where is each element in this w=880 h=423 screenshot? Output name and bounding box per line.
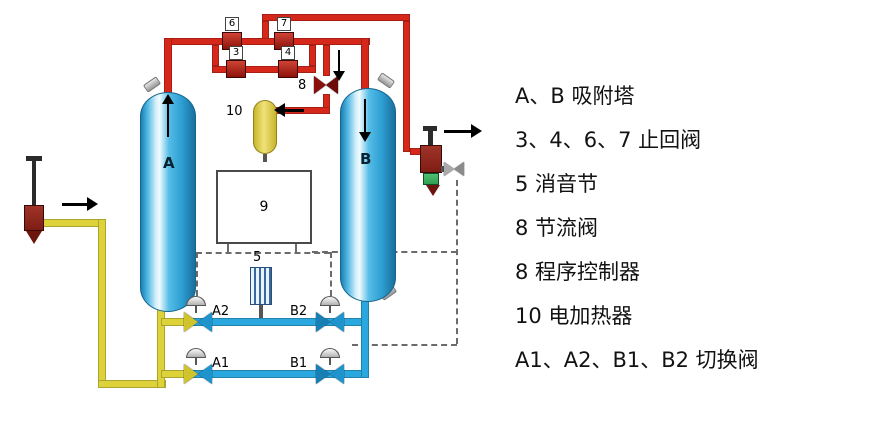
hot-pipe-top-left-drop bbox=[262, 21, 269, 40]
control-line-bottom-header bbox=[196, 252, 330, 254]
control-line-to-valve-b2 bbox=[330, 252, 332, 296]
manual-valve-stub bbox=[441, 166, 446, 172]
tower-b-label: B bbox=[360, 150, 372, 168]
wet-pipe-upper-stub bbox=[161, 318, 189, 326]
wet-pipe-bottom-run bbox=[98, 380, 166, 388]
switch-valve-b1 bbox=[316, 364, 344, 384]
inlet-regulator-handle bbox=[26, 156, 42, 161]
flow-down-arrow-icon bbox=[333, 50, 345, 81]
heater-stem bbox=[263, 154, 267, 162]
hot-pipe-throttle-drop-lower bbox=[323, 94, 330, 114]
controller-label: 9 bbox=[259, 199, 269, 215]
heater-label: 10 bbox=[226, 104, 243, 119]
wet-pipe-left-drop bbox=[98, 219, 106, 388]
valve-a2-actuator-stem bbox=[195, 306, 197, 313]
silencer-5 bbox=[250, 267, 272, 305]
flow-left-arrow-icon bbox=[274, 103, 304, 117]
valve-a2-actuator bbox=[186, 296, 206, 306]
silencer-label: 5 bbox=[253, 250, 262, 265]
control-line-controller-right bbox=[295, 244, 297, 252]
outlet-flow-arrow-icon bbox=[444, 124, 482, 138]
check-valve-3 bbox=[226, 60, 246, 78]
hot-pipe-bypass-header bbox=[212, 66, 316, 73]
hot-pipe-outlet-feed bbox=[410, 148, 424, 155]
valve-a1-label: A1 bbox=[212, 356, 230, 371]
hot-pipe-left-connector bbox=[212, 45, 219, 66]
switch-valve-b2 bbox=[316, 312, 344, 332]
outlet-regulator-handle bbox=[423, 126, 437, 131]
hot-pipe-right-drop bbox=[403, 21, 410, 152]
tower-a-nozzle bbox=[142, 76, 162, 93]
tower-b-top-nozzle bbox=[376, 72, 396, 89]
wet-pipe-tower-a-downcomer bbox=[157, 308, 165, 388]
tower-a-label: A bbox=[163, 154, 175, 172]
manual-valve bbox=[444, 162, 464, 176]
outlet-drain-cone bbox=[426, 185, 440, 196]
tower-b-flow-down-arrow-icon bbox=[359, 99, 371, 142]
outlet-regulator-stem bbox=[428, 131, 433, 147]
control-line-controller-left bbox=[227, 244, 229, 252]
check-valve-4-label: 4 bbox=[281, 46, 295, 60]
switch-valve-a1 bbox=[184, 364, 212, 384]
valve-b2-actuator bbox=[320, 296, 340, 306]
valve-b1-label: B1 bbox=[290, 356, 308, 371]
silencer-stem bbox=[259, 305, 263, 318]
hot-pipe-right-connector bbox=[309, 45, 316, 66]
control-line-bottom-right bbox=[352, 344, 457, 346]
wet-pipe-inlet-run bbox=[42, 219, 102, 227]
control-line-right-drop bbox=[456, 180, 458, 344]
adsorption-tower-b bbox=[340, 88, 396, 302]
hot-pipe-throttle-drop-upper bbox=[323, 45, 330, 76]
legend-item-controller: 8 程序控制器 bbox=[515, 260, 641, 284]
hot-pipe-top-header bbox=[262, 14, 410, 21]
inlet-flow-arrow-icon bbox=[62, 197, 98, 211]
dry-pipe-lower-header bbox=[161, 370, 368, 378]
outlet-regulator-body bbox=[420, 145, 442, 173]
legend-item-check-valves: 3、4、6、7 止回阀 bbox=[515, 128, 702, 152]
electric-heater-10 bbox=[253, 100, 277, 154]
valve-b2-label: B2 bbox=[290, 304, 308, 319]
wet-pipe-lower-stub bbox=[161, 370, 189, 378]
inlet-regulator-body bbox=[24, 205, 44, 231]
check-valve-3-label: 3 bbox=[229, 46, 243, 60]
valve-a1-actuator bbox=[186, 348, 206, 358]
control-line-to-valve-a2 bbox=[196, 252, 198, 296]
outlet-regulator-bowl bbox=[423, 173, 439, 185]
throttle-valve-label: 8 bbox=[298, 78, 307, 93]
dry-pipe-upper-header bbox=[161, 318, 368, 326]
hot-pipe-tower-a-riser bbox=[164, 38, 172, 96]
valve-b2-actuator-stem bbox=[329, 306, 331, 313]
program-controller-9: 9 bbox=[216, 170, 312, 244]
valve-b1-actuator bbox=[320, 348, 340, 358]
legend: A、B 吸附塔 3、4、6、7 止回阀 5 消音节 8 节流阀 8 程序控制器 … bbox=[515, 74, 759, 382]
check-valve-4 bbox=[278, 60, 298, 78]
check-valve-6-label: 6 bbox=[225, 17, 239, 31]
valve-b1-actuator-stem bbox=[329, 358, 331, 365]
valve-a1-actuator-stem bbox=[195, 358, 197, 365]
legend-item-heater: 10 电加热器 bbox=[515, 304, 633, 328]
hot-pipe-upper-header bbox=[164, 38, 370, 45]
inlet-regulator-stem bbox=[32, 161, 36, 207]
legend-item-switch-valves: A1、A2、B1、B2 切换阀 bbox=[515, 348, 759, 372]
legend-item-towers: A、B 吸附塔 bbox=[515, 84, 635, 108]
valve-a2-label: A2 bbox=[212, 304, 230, 319]
check-valve-7-label: 7 bbox=[277, 17, 291, 31]
dry-pipe-tower-b-downcomer bbox=[361, 298, 369, 378]
inlet-regulator-bowl bbox=[26, 231, 42, 244]
hot-pipe-tower-b-riser bbox=[361, 38, 369, 92]
switch-valve-a2 bbox=[184, 312, 212, 332]
legend-item-silencer: 5 消音节 bbox=[515, 172, 599, 196]
tower-a-flow-up-arrow-icon bbox=[162, 94, 174, 137]
legend-item-throttle-valve: 8 节流阀 bbox=[515, 216, 599, 240]
